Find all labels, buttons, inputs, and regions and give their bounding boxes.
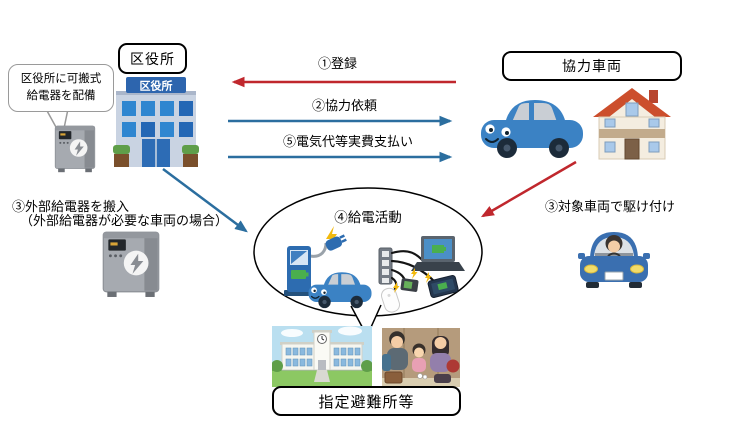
ev-charging-station-illustration (284, 226, 373, 309)
ward-office-building-illustration: 区役所 (113, 77, 199, 167)
ward-office-building-sign: 区役所 (140, 79, 173, 93)
cooperation-vehicle-label: 協力車両 (502, 51, 682, 81)
payment-label: ⑤電気代等実費支払い (283, 134, 414, 149)
designated-shelter-label-text: 指定避難所等 (318, 393, 415, 411)
register-label: ①登録 (318, 56, 358, 71)
bubble-line1: 区役所に可搬式 (20, 72, 102, 85)
powered-devices-illustration (378, 236, 465, 313)
cooperation-request-label: ②協力依頼 (312, 98, 378, 113)
carry-in-label-line2: （外部給電器が必要な車両の場合） (20, 213, 229, 228)
evacuation-school-illustration (272, 326, 372, 387)
ward-office-label-text: 区役所 (130, 50, 175, 67)
bubble-line2: 給電器を配備 (26, 90, 96, 102)
rush-label: ③対象車両で駆け付け (545, 199, 676, 214)
designated-shelter-label: 指定避難所等 (272, 386, 461, 416)
carry-in-label-line1: ③外部給電器を搬入 (12, 199, 130, 214)
portable-power-device-small-icon (53, 122, 97, 174)
evacuee-family-illustration (382, 328, 460, 387)
charging-car-illustration (307, 271, 373, 309)
driver-car-illustration (578, 232, 650, 288)
supply-activity-label: ④給電活動 (334, 210, 402, 225)
carry-in-device-arrow (162, 167, 248, 233)
house-illustration (593, 88, 671, 160)
cooperation-car-illustration (477, 90, 587, 164)
ward-office-label: 区役所 (118, 43, 187, 74)
deploy-device-speech-bubble: 区役所に可搬式 給電器を配備 (8, 64, 114, 112)
portable-power-device-large-icon (100, 228, 162, 298)
rush-to-site-arrow (480, 160, 577, 218)
cooperation-vehicle-label-text: 協力車両 (562, 58, 622, 74)
